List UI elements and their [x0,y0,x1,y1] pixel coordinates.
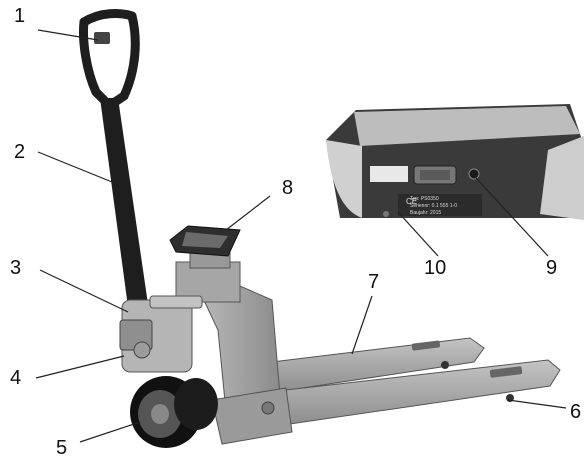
hydraulic-pump [119,295,203,373]
leader-lines [35,29,567,443]
callout-3: 3 [10,257,22,279]
leader-7 [351,295,373,355]
leader-6 [507,399,567,409]
callout-5: 5 [56,437,68,459]
callout-10: 10 [424,257,447,279]
leader-8 [225,195,271,231]
callout-8: 8 [282,177,294,199]
callout-1: 1 [14,5,26,27]
leader-3 [39,269,129,313]
rating-plate-line2: Seriennr: 0.1 555 1-0 [410,203,457,209]
callout-9: 9 [546,257,558,279]
rating-plate-line3: Baujahr: 2015 [410,210,442,216]
lift-frame [199,285,293,445]
leader-2 [37,151,113,183]
release-lever [94,32,110,44]
callout-4: 4 [10,367,22,389]
callout-6: 6 [570,401,582,423]
weighing-indicator [169,225,241,257]
svg-text:CE: CE [406,197,417,206]
callout-2: 2 [14,141,26,163]
leader-9 [475,177,549,257]
callout-7: 7 [368,271,380,293]
steering-wheel [130,376,218,448]
leader-1 [37,29,99,41]
indicator-mast [175,245,241,303]
leader-4 [35,355,125,379]
power-socket [468,168,480,180]
vent-hole [383,211,389,217]
label-plate [370,166,408,182]
tow-handle [79,9,150,322]
indicator-rear-inset: CE [326,104,584,220]
rating-plate-line1: Typ: PS0350 [410,196,439,202]
leader-10 [397,211,439,257]
leader-5 [79,421,141,443]
